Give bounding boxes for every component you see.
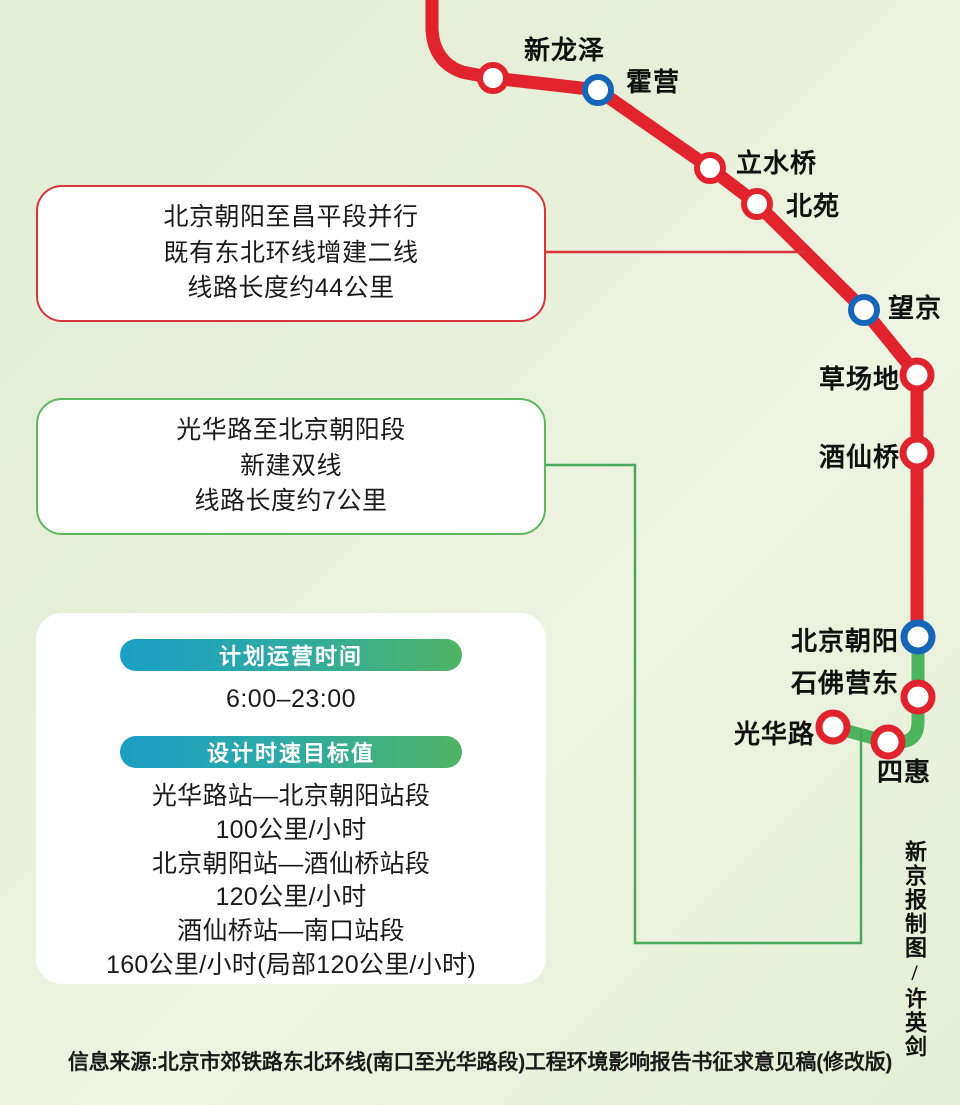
speed-line-3: 北京朝阳站—酒仙桥站段 xyxy=(151,849,431,878)
info-card: 计划运营时间 6:00–23:00 设计时速目标值 光华路站—北京朝阳站段 10… xyxy=(36,613,546,984)
station-node-huoying xyxy=(582,74,614,106)
speed-line-5: 酒仙桥站—南口站段 xyxy=(177,917,405,945)
station-node-shifoyingdong xyxy=(900,679,936,715)
station-label-beiyuan: 北苑 xyxy=(786,192,841,221)
callout-red-line-1: 北京朝阳至昌平段并行 xyxy=(163,203,419,232)
callout-red-line-3: 线路长度约44公里 xyxy=(187,274,395,303)
station-label-guanghualu: 光华路 xyxy=(733,720,815,749)
operating-hours-value: 6:00–23:00 xyxy=(225,685,357,713)
station-label-lishuiqiao: 立水桥 xyxy=(736,149,818,178)
station-node-jiuxianqiao xyxy=(899,435,935,471)
station-label-caochangdi: 草场地 xyxy=(818,365,900,394)
station-node-caochangdi xyxy=(899,357,935,393)
station-node-lishuiqiao xyxy=(694,152,726,184)
station-label-shifoyingdong: 石佛营东 xyxy=(790,669,899,698)
station-label-beijingchaoyang: 北京朝阳 xyxy=(790,627,899,656)
station-node-beiyuan xyxy=(741,188,773,220)
operating-hours-pill: 计划运营时间 xyxy=(120,639,462,671)
station-label-xinlongze: 新龙泽 xyxy=(524,36,606,65)
station-label-wangjing: 望京 xyxy=(888,294,943,323)
callout-guanghualu-beijing-chaoyang: 光华路至北京朝阳段 新建双线 线路长度约7公里 xyxy=(36,398,546,535)
credit-text: 新京报制图/许英剑 xyxy=(902,840,927,1059)
station-node-sihui xyxy=(870,724,906,760)
design-speed-pill: 设计时速目标值 xyxy=(120,736,462,768)
speed-line-2: 100公里/小时 xyxy=(215,815,367,844)
station-label-jiuxianqiao: 酒仙桥 xyxy=(818,443,900,472)
station-node-xinlongze xyxy=(477,62,509,94)
station-node-beijingchaoyang xyxy=(900,619,936,655)
callout-beijing-chaoyang-changping: 北京朝阳至昌平段并行 既有东北环线增建二线 线路长度约44公里 xyxy=(36,185,546,322)
station-label-huoying: 霍营 xyxy=(626,68,681,97)
green-callout-connector xyxy=(546,463,863,945)
callout-red-line-2: 既有东北环线增建二线 xyxy=(163,238,419,267)
callout-green-line-3: 线路长度约7公里 xyxy=(194,487,388,516)
station-node-guanghualu xyxy=(815,709,851,745)
speed-line-1: 光华路站—北京朝阳站段 xyxy=(151,782,431,810)
source-footer: 信息来源:北京市郊铁路东北环线(南口至光华路段)工程环境影响报告书征求意见稿(修… xyxy=(67,1051,893,1074)
station-nodes xyxy=(477,62,936,760)
callout-green-line-2: 新建双线 xyxy=(239,451,342,480)
station-label-sihui: 四惠 xyxy=(877,758,932,787)
design-speed-lines: 光华路站—北京朝阳站段 100公里/小时 北京朝阳站—酒仙桥站段 120公里/小… xyxy=(106,780,476,983)
station-node-wangjing xyxy=(848,294,880,326)
callout-green-line-1: 光华路至北京朝阳段 xyxy=(176,416,406,445)
speed-line-6: 160公里/小时(局部120公里/小时) xyxy=(106,950,476,979)
speed-line-4: 120公里/小时 xyxy=(215,883,367,912)
